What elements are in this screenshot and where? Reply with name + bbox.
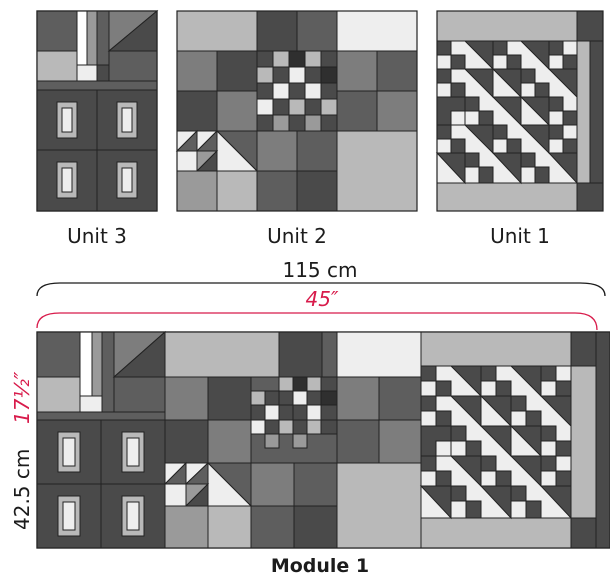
- unit-2-label: Unit 2: [267, 224, 327, 248]
- height-metric-label: 42.5 cm: [10, 449, 34, 530]
- module-1-block: [36, 330, 610, 549]
- width-metric-brace: [36, 282, 606, 297]
- unit-1-block: [435, 10, 604, 212]
- unit-2-block: [175, 10, 418, 212]
- width-imperial-label: 45″: [306, 287, 339, 311]
- unit-1-label: Unit 1: [490, 224, 550, 248]
- height-imperial-label: 17½″: [10, 371, 34, 424]
- width-imperial-brace: [36, 312, 598, 331]
- unit-3-block: [36, 9, 159, 212]
- width-metric-label: 115 cm: [282, 258, 357, 282]
- module-title: Module 1: [271, 555, 369, 577]
- unit-3-label: Unit 3: [67, 224, 127, 248]
